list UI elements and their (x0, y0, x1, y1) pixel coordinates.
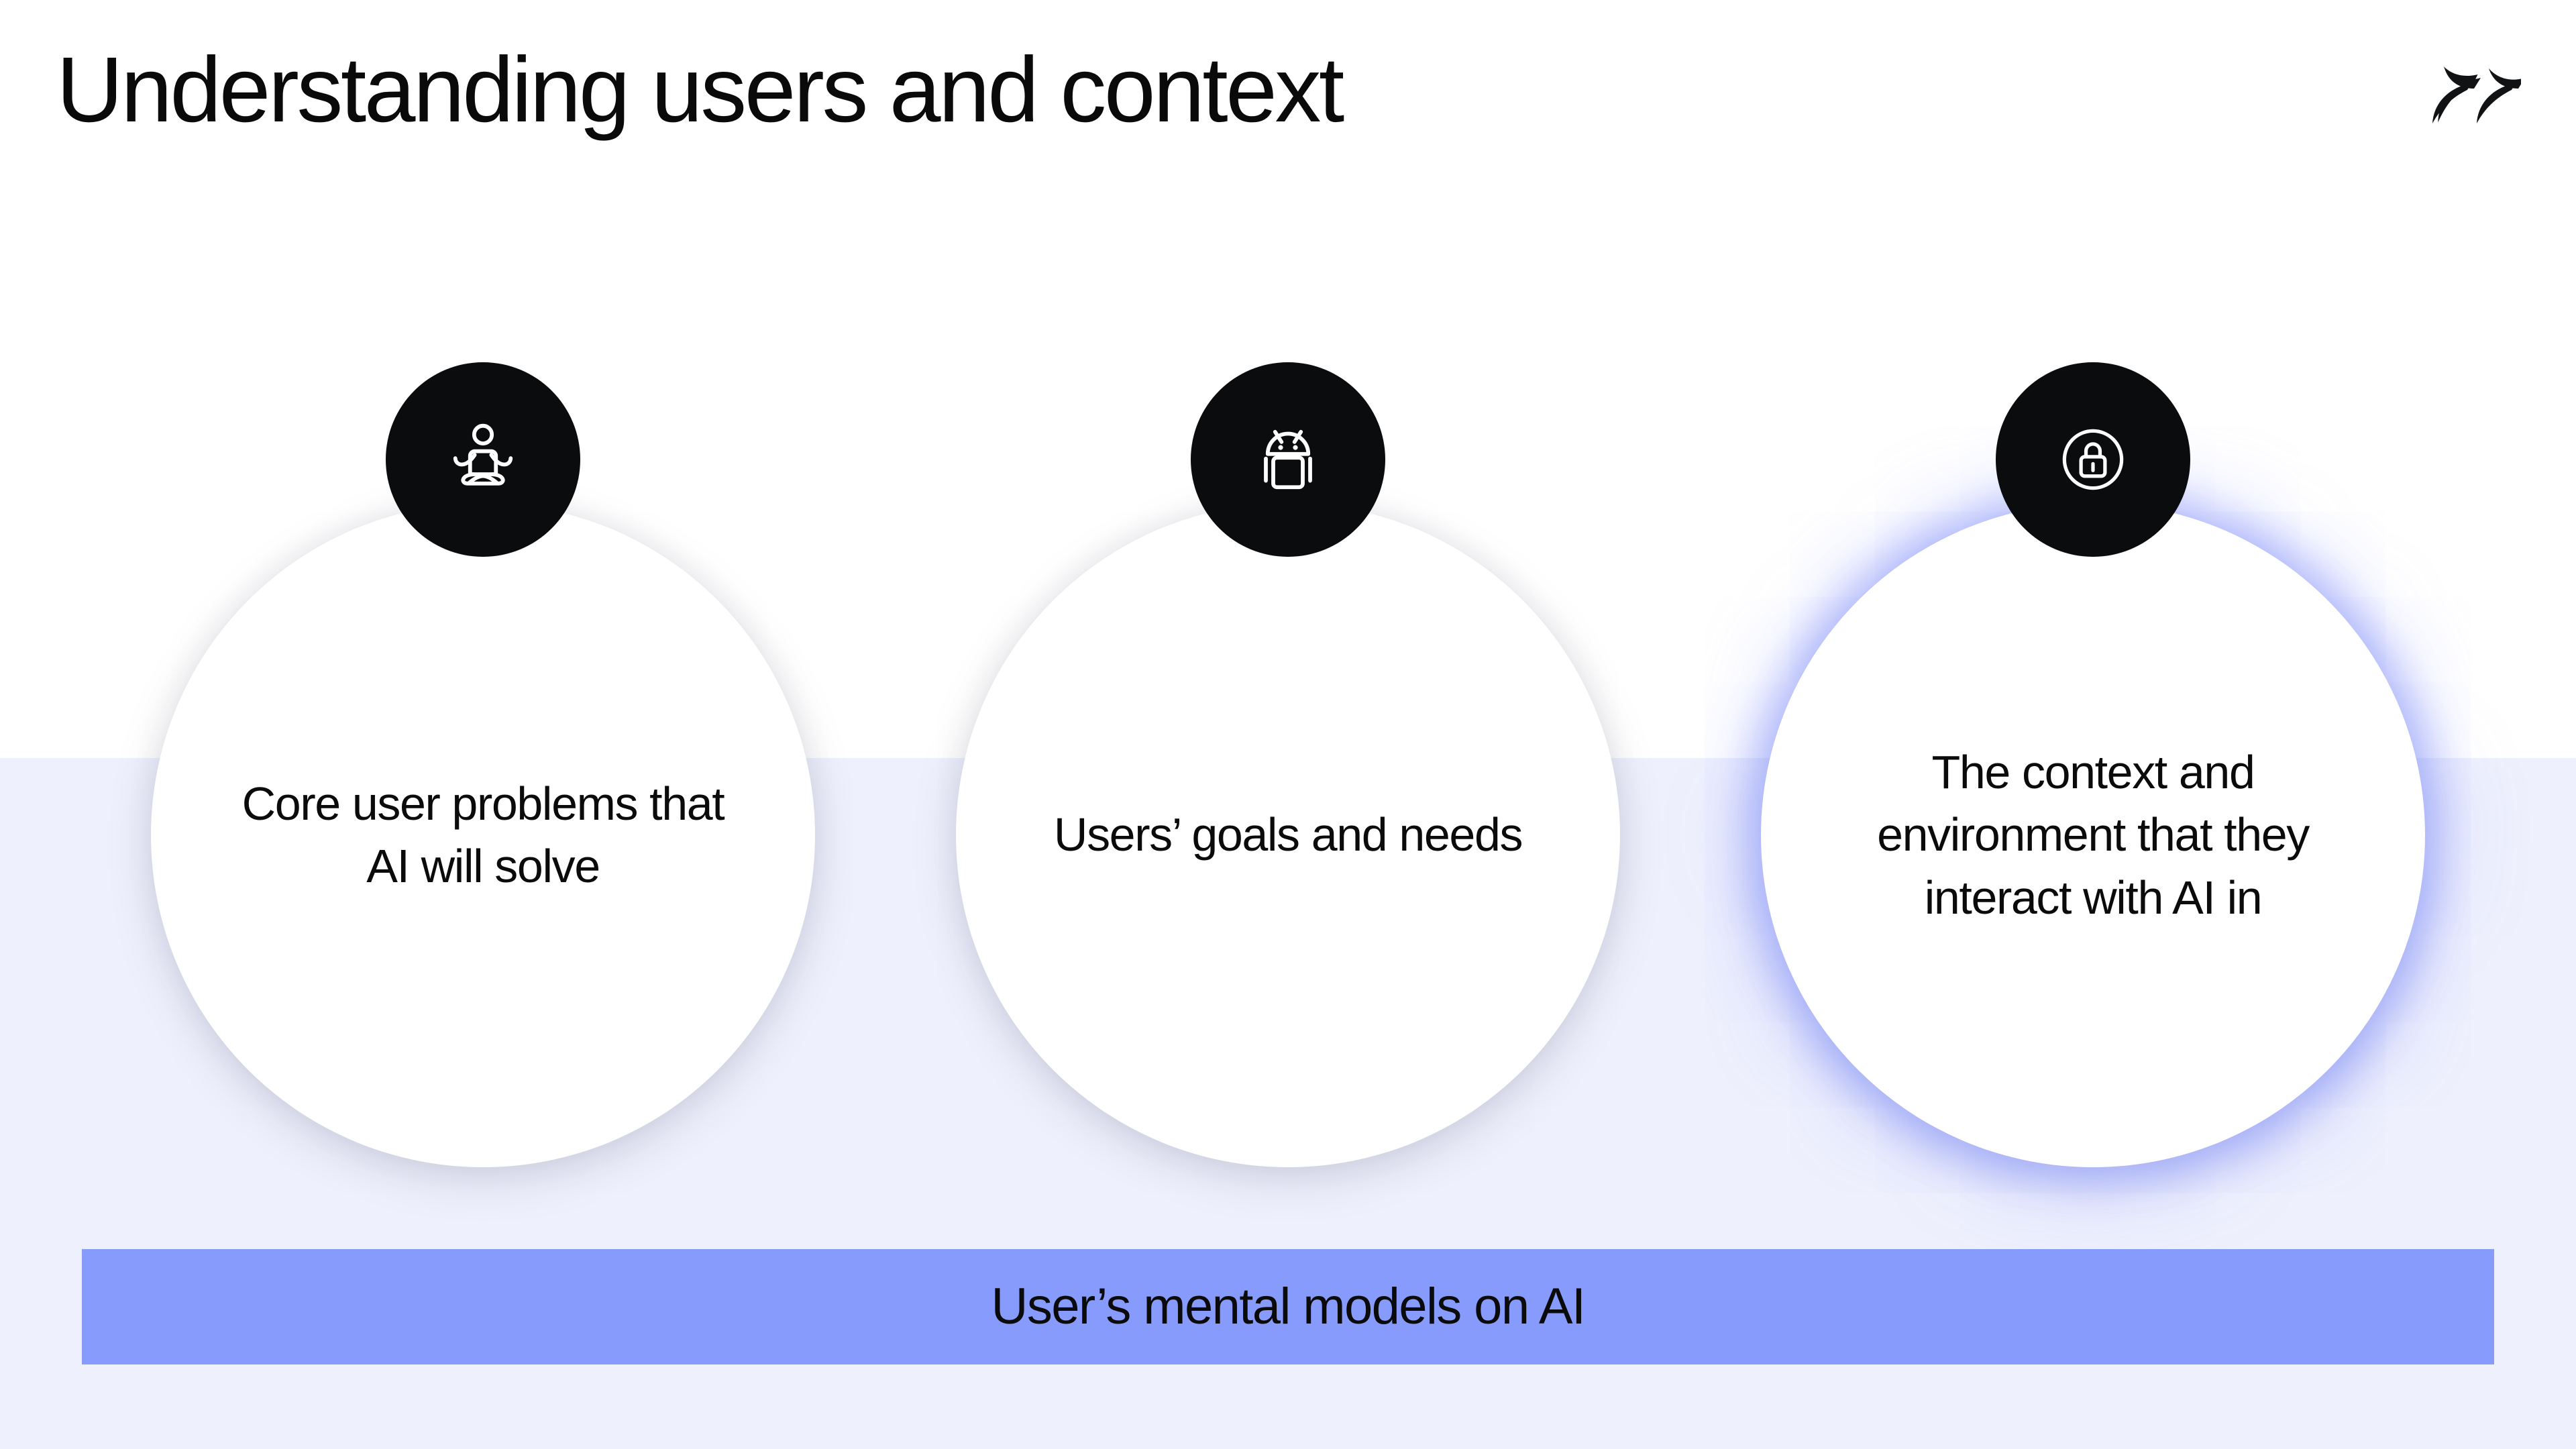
pillar-user-goals[interactable]: Users’ goals and needs (899, 362, 1677, 1208)
pillar-label: Core user problems that AI will solve (241, 777, 725, 892)
brand-logo-icon (2427, 39, 2521, 126)
lock-in-circle-icon (1996, 362, 2190, 557)
meditating-person-icon (386, 362, 580, 557)
pillar-label: The context and environment that they in… (1877, 746, 2310, 924)
pillar-disc: The context and environment that they in… (1761, 503, 2425, 1167)
pillar-core-user-problems[interactable]: Core user problems that AI will solve (94, 362, 872, 1208)
pillar-context-environment[interactable]: The context and environment that they in… (1704, 362, 2482, 1208)
mental-models-banner[interactable]: User’s mental models on AI (82, 1249, 2494, 1364)
android-robot-icon (1191, 362, 1385, 557)
pillar-label: Users’ goals and needs (1053, 808, 1523, 861)
pillar-disc: Users’ goals and needs (956, 503, 1620, 1167)
page-title: Understanding users and context (56, 38, 1344, 142)
banner-label: User’s mental models on AI (991, 1278, 1587, 1335)
pillar-disc: Core user problems that AI will solve (151, 503, 815, 1167)
pillar-group: Core user problems that AI will solve Us… (94, 362, 2482, 1208)
